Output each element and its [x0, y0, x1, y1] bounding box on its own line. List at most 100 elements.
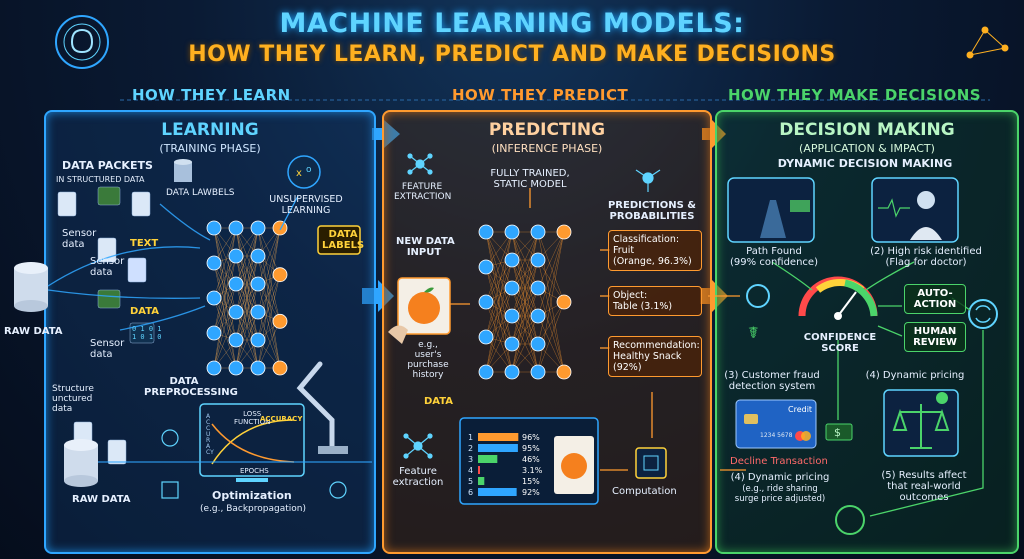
hand-icon [388, 325, 408, 344]
pricing-top-label: (4) Dynamic pricing [865, 370, 965, 381]
neuron-node [206, 360, 222, 376]
neuron-node [530, 252, 546, 268]
accuracy-label: ACCURACY [260, 415, 303, 423]
results-label: (5) Results affect that real-world outco… [881, 470, 967, 503]
svg-text:o: o [306, 165, 312, 175]
bar-value: 96% [522, 433, 540, 442]
human-review-button[interactable]: HUMAN REVIEW [904, 322, 966, 352]
decision-subtitle: (APPLICATION & IMPACT) [799, 142, 935, 155]
feature-extraction-icon [403, 433, 433, 459]
structured-label: IN STRUCTURED DATA [56, 175, 145, 184]
path-found-label: Path Found (99% confidence) [730, 246, 818, 268]
arrow-right-icon [372, 120, 400, 148]
neuron-node [478, 224, 494, 240]
neuron-node [556, 224, 572, 240]
probability-bar [478, 466, 480, 474]
orange-fruit-icon [561, 453, 587, 479]
computation-label: Computation [612, 486, 677, 497]
neuron-node [228, 220, 244, 236]
bar-value: 46% [522, 455, 540, 464]
bar-index: 6 [468, 488, 473, 497]
probability-bar [478, 433, 519, 441]
card-number: 1234 5678 [760, 432, 793, 439]
data-packets-label: DATA PACKETS [62, 159, 153, 172]
document-icon [131, 191, 151, 217]
sensor-data-label: Sensor data [62, 228, 97, 250]
credit-label: Credit [788, 405, 813, 414]
bar-index: 1 [468, 433, 473, 442]
sensor-data-label: Sensor data [90, 256, 125, 278]
header-learn: HOW THEY LEARN [132, 86, 291, 104]
fraud-label: (3) Customer fraud detection system [724, 370, 820, 392]
epochs-label: EPOCHS [240, 467, 269, 475]
probability-bar [478, 488, 517, 496]
bar-index: 3 [468, 455, 473, 464]
bar-value: 3.1% [522, 466, 543, 475]
document-icon [107, 439, 127, 465]
refresh-icon [968, 299, 998, 329]
network-icon [966, 26, 1009, 59]
new-data-label: NEW DATA INPUT [396, 236, 455, 258]
database-icon [174, 159, 192, 182]
probability-bar [478, 444, 518, 452]
neuron-node [250, 304, 266, 320]
balance-scale-icon [892, 404, 950, 449]
title-line-1: MACHINE LEARNING MODELS: [279, 8, 745, 39]
pricing-eg-label: (e.g., ride sharing surge price adjusted… [734, 484, 826, 504]
neuron-node [206, 255, 222, 271]
confidence-gauge [798, 276, 878, 320]
svg-text:$: $ [834, 426, 841, 439]
neuron-node [504, 336, 520, 352]
neuron-node [206, 325, 222, 341]
accuracy-axis-label: ACCURACY [206, 413, 214, 456]
feature-extraction-icon [407, 153, 433, 175]
bar-index: 2 [468, 444, 473, 453]
neuron-node [250, 276, 266, 292]
dynamic-label: DYNAMIC DECISION MAKING [777, 157, 953, 170]
database-icon [64, 439, 98, 487]
auto-action-button[interactable]: AUTO- ACTION [904, 284, 966, 314]
neuron-node [504, 308, 520, 324]
neuron-node [228, 248, 244, 264]
probability-bar [478, 455, 498, 463]
text-tag: TEXT [130, 238, 159, 249]
neuron-node [504, 280, 520, 296]
neuron-node [478, 259, 494, 275]
neuron-node [250, 248, 266, 264]
learning-title: LEARNING [161, 120, 259, 140]
learning-subtitle: (TRAINING PHASE) [159, 142, 261, 155]
cycle-icon [835, 505, 865, 535]
eg-label: e.g., user's purchase history [407, 340, 449, 380]
neuron-node [250, 360, 266, 376]
data-labels-tag: DATA LABELS [322, 229, 365, 251]
optimization-label: Optimization [212, 489, 292, 502]
neuron-node [228, 360, 244, 376]
neuron-node [530, 280, 546, 296]
learning-panel: LEARNING (TRAINING PHASE) [44, 110, 376, 554]
data-lawbels-label: DATA LAWBELS [166, 188, 235, 198]
model-cube-icon [635, 169, 661, 192]
neuron-node [272, 313, 288, 329]
neuron-node [272, 360, 288, 376]
chart-icon [161, 481, 179, 499]
neuron-node [272, 267, 288, 283]
sensor-data-label: Sensor data [90, 338, 125, 360]
binary-text: 0 1 0 1 1 0 1 0 [132, 325, 162, 341]
binary-icon [129, 322, 155, 344]
network-icon [161, 429, 179, 447]
raw-data-label: RAW DATA [72, 494, 131, 505]
backprop-label: (e.g., Backpropagation) [200, 504, 306, 514]
neuron-node [530, 364, 546, 380]
confidence-label: CONFIDENCE SCORE [803, 332, 877, 354]
feature-extraction-bottom-label: Feature extraction [392, 466, 444, 488]
pricing-bottom-label: (4) Dynamic pricing [730, 472, 830, 483]
neuron-node [478, 329, 494, 345]
learning-neural-network [206, 220, 288, 376]
fully-trained-label: FULLY TRAINED, STATIC MODEL [490, 168, 570, 190]
loss-function-label: LOSS FUNCTION [234, 410, 271, 426]
neuron-node [206, 220, 222, 236]
neuron-node [250, 220, 266, 236]
tag-icon [317, 225, 361, 255]
